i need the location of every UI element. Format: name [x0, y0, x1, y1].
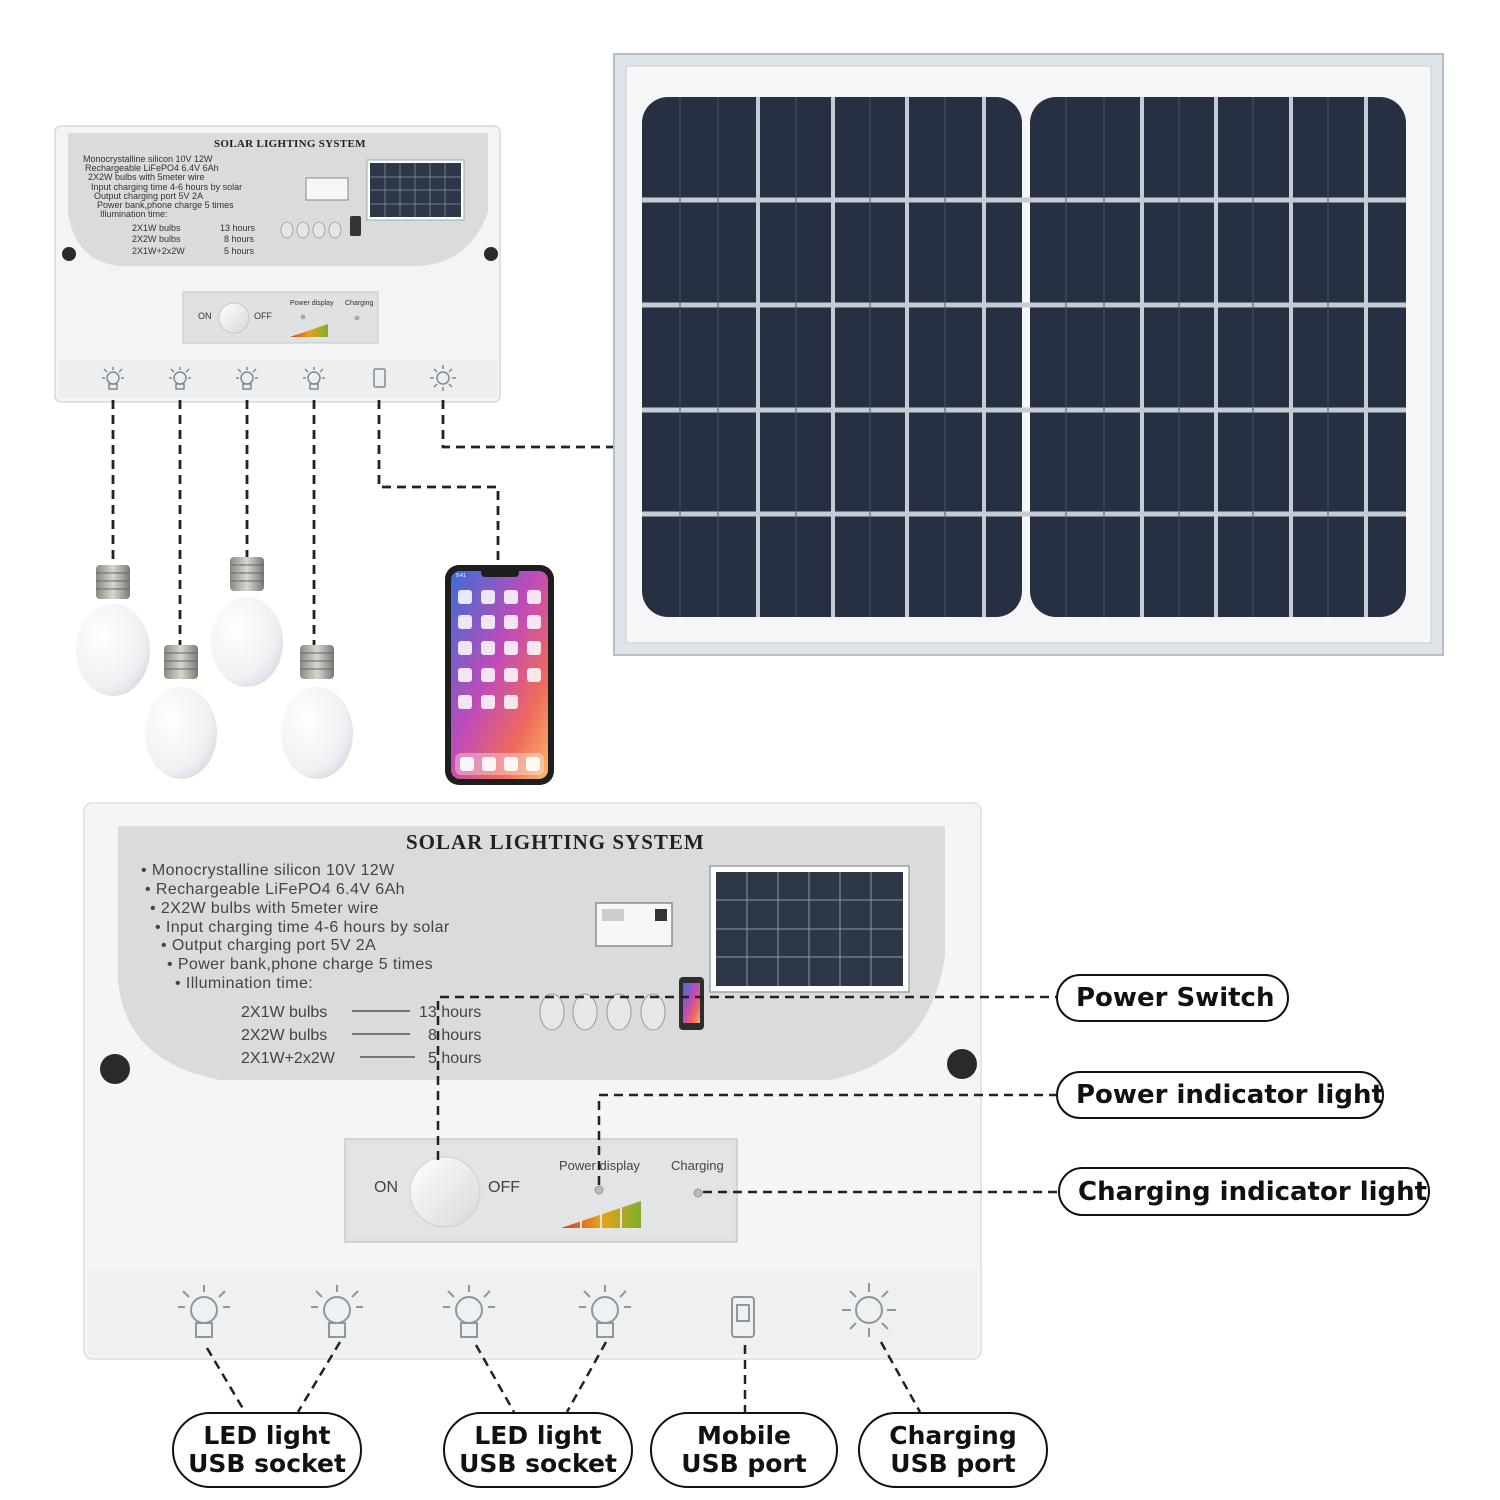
small-spec-item: Input charging time 4-6 hours by solar: [91, 182, 243, 192]
large-product-title: SOLAR LIGHTING SYSTEM: [406, 830, 705, 854]
port-label-led-2: LED light USB socket: [443, 1412, 633, 1488]
port-label-line2: USB socket: [459, 1449, 617, 1478]
port-led-icon-4: [579, 1285, 631, 1338]
large-power-display-label: Power display: [559, 1158, 640, 1173]
port-label-line2: USB port: [681, 1449, 807, 1478]
port-label-line1: Mobile: [696, 1421, 792, 1450]
small-charging-label: Charging: [345, 300, 374, 307]
small-power-display-label: Power display: [290, 300, 334, 307]
app-grid: [458, 590, 541, 709]
large-spec-item: • Illumination time:: [175, 975, 314, 992]
small-spec-item: Illumination time:: [100, 209, 168, 219]
small-mini-panel-icon: [370, 163, 461, 217]
spec-text: Rechargeable LiFePO4 6.4V 6Ah: [155, 881, 405, 898]
large-controller-unit: [83, 802, 982, 1360]
spec-text: Power bank,phone charge 5 times: [177, 956, 434, 973]
small-spec-item: 2X2W bulbs with 5meter wire: [88, 172, 205, 182]
small-illum-hours: 5 hours: [224, 246, 255, 256]
callout-power-switch: Power Switch: [1056, 974, 1289, 1022]
port-label-line1: LED light: [203, 1421, 331, 1450]
led-bulbs: [76, 557, 353, 779]
small-on-label: ON: [198, 311, 212, 321]
spec-text: 2X2W bulbs with 5meter wire: [160, 900, 379, 917]
port-solar-input-icon: [842, 1283, 896, 1337]
spec-text: Illumination time:: [185, 975, 314, 992]
large-mini-panel-icon: [716, 872, 903, 986]
small-port-icons: [102, 365, 456, 391]
port-led-icon-2: [311, 1285, 363, 1338]
small-illum-config: 2X2W bulbs: [132, 234, 181, 244]
bulb-2: [211, 557, 283, 687]
callout-charging-indicator: Charging indicator light: [1058, 1167, 1430, 1216]
bulb-3: [145, 645, 217, 779]
large-bulb-icons: [539, 993, 666, 1031]
port-label-line2: USB port: [890, 1449, 1016, 1478]
spec-text: Input charging time 4-6 hours by solar: [165, 919, 450, 936]
port-label-led-1: LED light USB socket: [172, 1412, 362, 1488]
large-spec-item: • Output charging port 5V 2A: [161, 937, 377, 954]
small-controller-unit: [54, 125, 501, 403]
large-illum-config: 2X2W bulbs: [241, 1027, 328, 1044]
port-label-line1: LED light: [474, 1421, 602, 1450]
phone-status-time: 9:41: [456, 573, 466, 579]
large-illum-config: 2X1W bulbs: [241, 1004, 328, 1021]
small-spec-item: Power bank,phone charge 5 times: [97, 200, 234, 210]
solar-panel: [613, 53, 1444, 656]
large-charging-label: Charging: [671, 1158, 724, 1173]
wiring-lines: [111, 400, 614, 650]
large-port-icons: [178, 1283, 896, 1338]
large-spec-item: • Monocrystalline silicon 10V 12W: [141, 862, 395, 879]
bulb-1: [76, 565, 150, 696]
port-led-icon-1: [178, 1285, 230, 1338]
large-spec-item: • Power bank,phone charge 5 times: [167, 956, 434, 973]
small-off-label: OFF: [254, 311, 272, 321]
large-spec-item: • 2X2W bulbs with 5meter wire: [150, 900, 379, 917]
port-label-line2: USB socket: [188, 1449, 346, 1478]
large-illum-hours: 13 hours: [419, 1004, 482, 1021]
small-illum-config: 2X1W+2x2W: [132, 246, 185, 256]
spec-text: Monocrystalline silicon 10V 12W: [151, 862, 395, 879]
bulb-4: [281, 645, 353, 779]
large-illum-hours: 5 hours: [428, 1050, 482, 1067]
port-mobile-icon: [731, 1296, 755, 1338]
small-illum-hours: 13 hours: [220, 223, 256, 233]
port-led-icon-3: [443, 1285, 495, 1338]
large-off-label: OFF: [488, 1179, 520, 1196]
large-on-label: ON: [374, 1179, 398, 1196]
callout-leaders: [205, 995, 1060, 1413]
large-illum-config: 2X1W+2x2W: [241, 1050, 335, 1067]
small-spec-item: Rechargeable LiFePO4 6.4V 6Ah: [85, 163, 219, 173]
callout-power-indicator: Power indicator light: [1056, 1071, 1384, 1119]
large-illum-hours: 8 hours: [428, 1027, 482, 1044]
spec-text: Output charging port 5V 2A: [171, 937, 377, 954]
port-label-charging: Charging USB port: [858, 1412, 1048, 1488]
small-spec-item: Output charging port 5V 2A: [94, 191, 204, 201]
port-label-mobile: Mobile USB port: [650, 1412, 838, 1488]
small-illum-config: 2X1W bulbs: [132, 223, 181, 233]
port-label-line1: Charging: [889, 1421, 1017, 1450]
small-spec-item: Monocrystalline silicon 10V 12W: [83, 154, 213, 164]
small-product-title: SOLAR LIGHTING SYSTEM: [214, 138, 366, 150]
large-spec-item: • Input charging time 4-6 hours by solar: [155, 919, 450, 936]
large-spec-item: • Rechargeable LiFePO4 6.4V 6Ah: [145, 881, 405, 898]
small-illum-hours: 8 hours: [224, 234, 255, 244]
smartphone: [445, 565, 554, 785]
